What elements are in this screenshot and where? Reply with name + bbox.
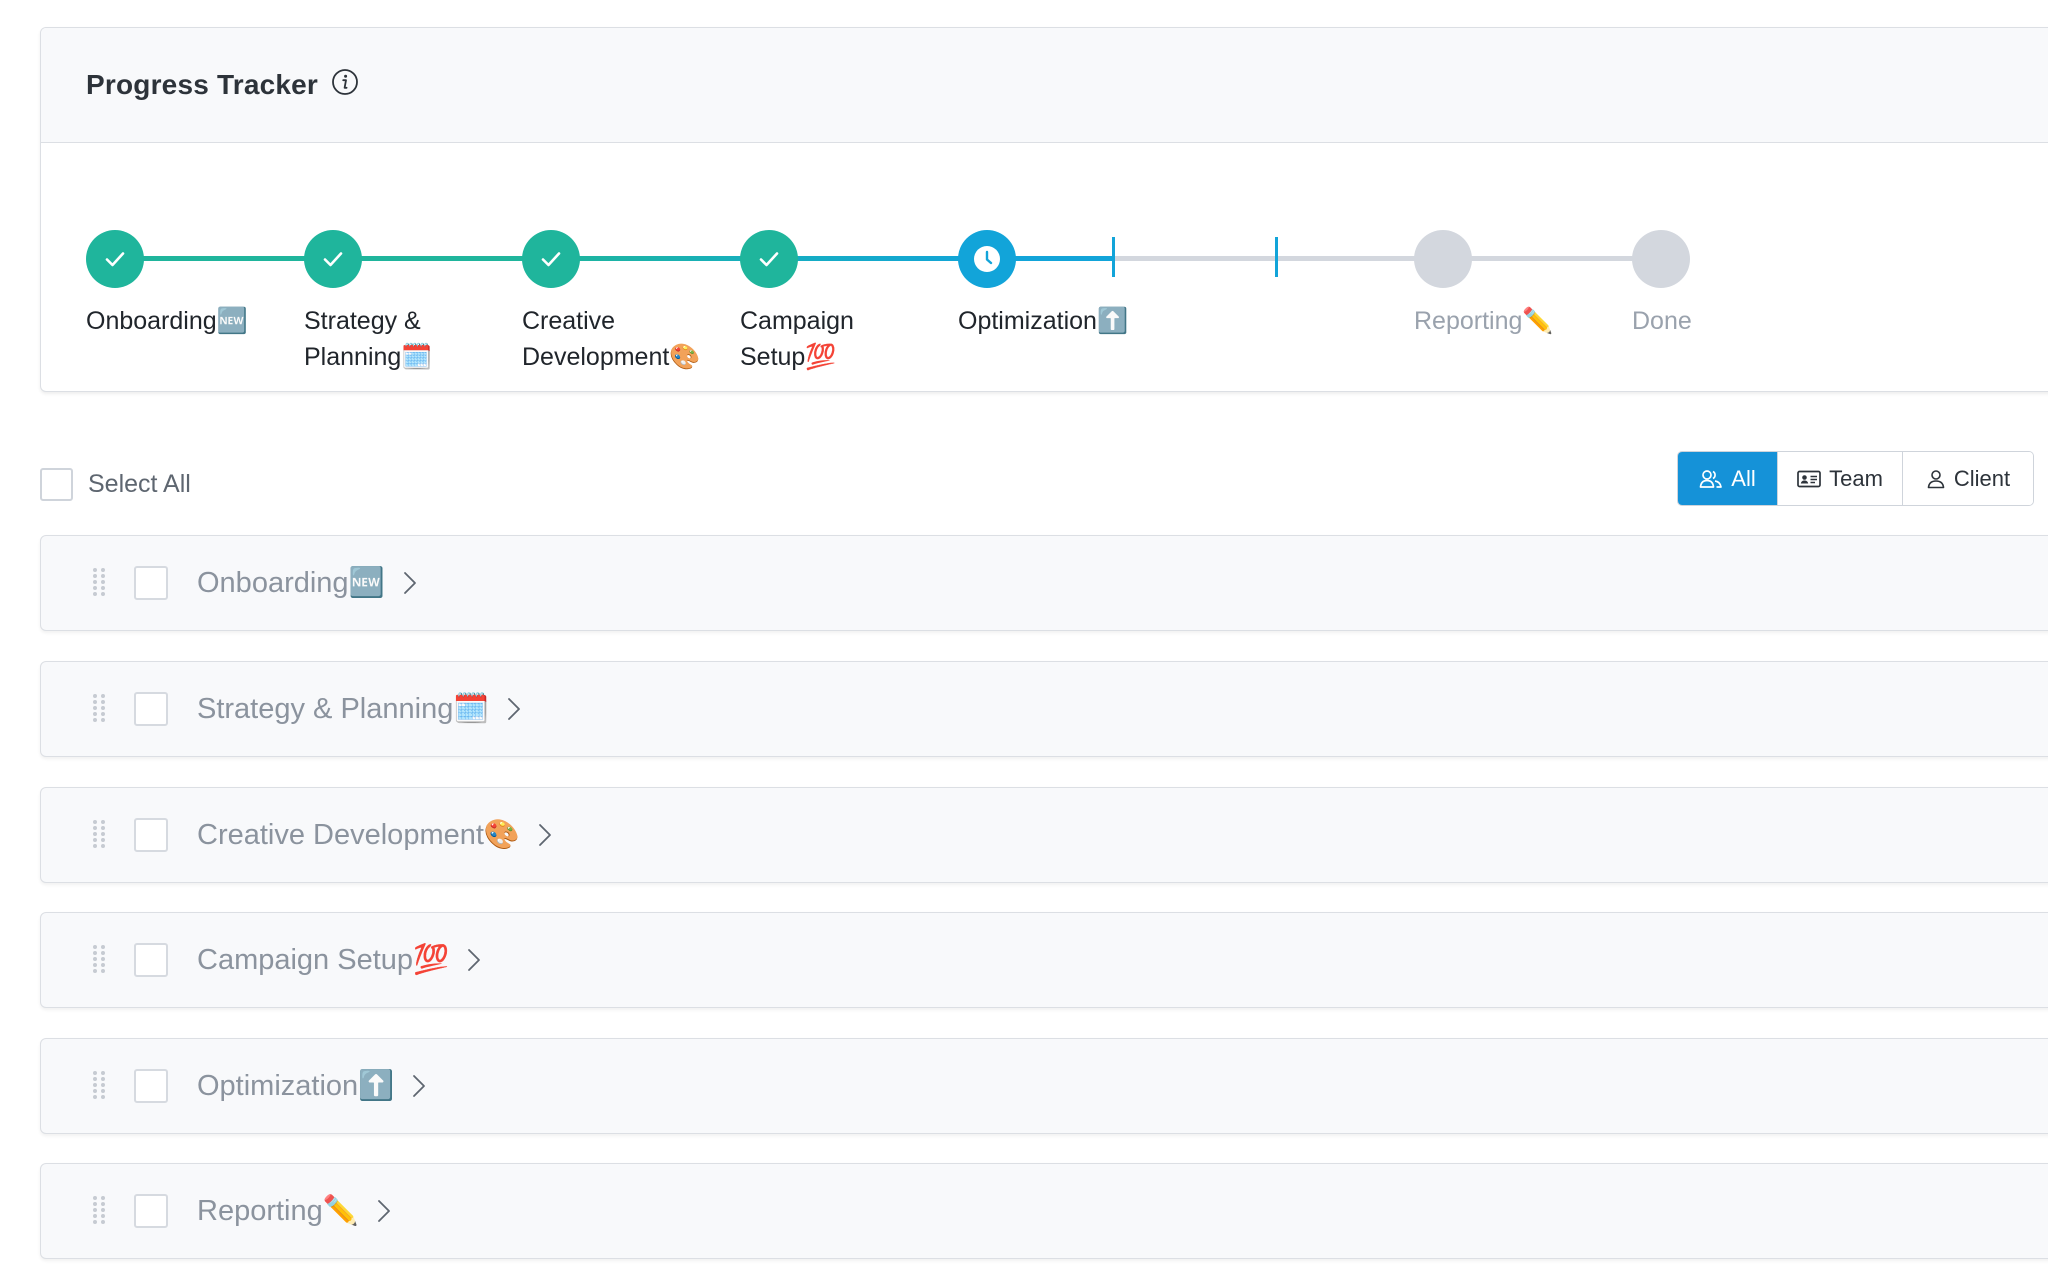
row-checkbox[interactable]	[134, 566, 168, 600]
filter-all-label: All	[1731, 465, 1756, 491]
progress-tracker-card: Progress Tracker	[40, 27, 2048, 392]
list-item-label: Optimization⬆️	[197, 1070, 395, 1102]
connector-done	[116, 256, 333, 261]
check-icon	[759, 252, 779, 267]
drag-handle-icon[interactable]	[93, 945, 107, 975]
step-label-strategy-planning: Strategy & Planning🗓️	[304, 307, 433, 371]
page-title: Progress Tracker	[86, 69, 319, 100]
info-icon[interactable]	[331, 68, 359, 96]
row-checkbox[interactable]	[134, 1069, 168, 1103]
list-item-label: Onboarding🆕	[197, 567, 385, 599]
list-item-creative-development[interactable]: Creative Development🎨	[40, 787, 2048, 883]
select-all-label: Select All	[88, 470, 191, 498]
list-item-optimization[interactable]: Optimization⬆️	[40, 1038, 2048, 1134]
step-node-optimization[interactable]	[958, 230, 1016, 288]
filter-all-button[interactable]: All	[1678, 452, 1778, 505]
step-label-creative-development: Creative Development🎨	[522, 307, 701, 371]
chevron-right-icon[interactable]	[377, 1199, 391, 1223]
row-checkbox[interactable]	[134, 1194, 168, 1228]
list-item-reporting[interactable]: Reporting✏️	[40, 1163, 2048, 1259]
user-icon	[1927, 469, 1945, 488]
clock-icon	[974, 246, 1000, 272]
step-node-reporting[interactable]	[1414, 230, 1472, 288]
list-item-label: Creative Development🎨	[197, 819, 521, 851]
connector-active	[769, 256, 987, 261]
list-item-label: Strategy & Planning🗓️	[197, 693, 490, 725]
step-node-strategy-planning[interactable]	[304, 230, 362, 288]
drag-handle-icon[interactable]	[93, 694, 107, 724]
row-checkbox[interactable]	[134, 943, 168, 977]
connector-pending	[1114, 256, 1424, 261]
step-label-reporting: Reporting✏️	[1414, 307, 1554, 335]
users-icon	[1699, 469, 1723, 488]
audience-filter: All Team Client	[1677, 451, 2034, 506]
step-label-optimization: Optimization⬆️	[958, 307, 1129, 335]
step-node-done[interactable]	[1632, 230, 1690, 288]
step-label-campaign-setup: Campaign Setup💯	[740, 307, 854, 371]
check-icon	[323, 252, 343, 267]
step-node-campaign-setup[interactable]	[740, 230, 798, 288]
chevron-right-icon[interactable]	[467, 948, 481, 972]
step-label-onboarding: Onboarding🆕	[86, 307, 248, 335]
select-all[interactable]: Select All	[40, 468, 191, 501]
step-node-onboarding[interactable]	[86, 230, 144, 288]
list-item-label: Campaign Setup💯	[197, 944, 450, 976]
filter-team-label: Team	[1829, 465, 1883, 491]
drag-handle-icon[interactable]	[93, 1071, 107, 1101]
connector-done	[333, 256, 551, 261]
card-header: Progress Tracker	[41, 28, 2048, 143]
filter-client-button[interactable]: Client	[1903, 452, 2033, 505]
connector-pending	[1424, 256, 1642, 261]
chevron-right-icon[interactable]	[507, 697, 521, 721]
list-item-onboarding[interactable]: Onboarding🆕	[40, 535, 2048, 631]
filter-client-label: Client	[1953, 465, 2011, 491]
check-icon	[541, 252, 561, 267]
chevron-right-icon[interactable]	[403, 571, 417, 595]
list-item-campaign-setup[interactable]: Campaign Setup💯	[40, 912, 2048, 1008]
check-icon	[105, 252, 125, 267]
row-checkbox[interactable]	[134, 692, 168, 726]
connector-done	[551, 256, 769, 261]
list-item-label: Reporting✏️	[197, 1195, 359, 1227]
row-checkbox[interactable]	[134, 818, 168, 852]
id-card-icon	[1797, 470, 1821, 487]
filter-team-button[interactable]: Team	[1778, 452, 1903, 505]
step-label-done: Done	[1632, 307, 1692, 335]
select-all-checkbox[interactable]	[40, 468, 73, 501]
step-node-creative-development[interactable]	[522, 230, 580, 288]
list-item-strategy-planning[interactable]: Strategy & Planning🗓️	[40, 661, 2048, 757]
drag-handle-icon[interactable]	[93, 820, 107, 850]
drag-handle-icon[interactable]	[93, 568, 107, 598]
progress-tick	[1275, 237, 1278, 277]
progress-tick	[1112, 237, 1115, 277]
drag-handle-icon[interactable]	[93, 1196, 107, 1226]
stepper: Onboarding🆕 Strategy & Planning🗓️ Creati…	[41, 143, 2048, 391]
chevron-right-icon[interactable]	[538, 823, 552, 847]
chevron-right-icon[interactable]	[412, 1074, 426, 1098]
connector-active	[987, 256, 1114, 261]
